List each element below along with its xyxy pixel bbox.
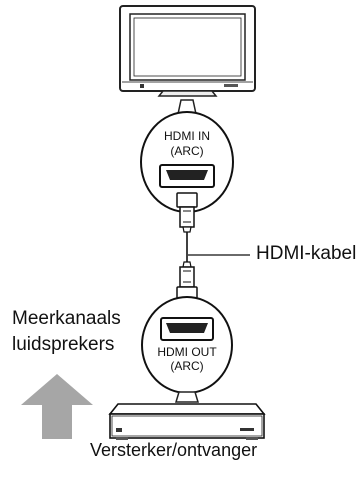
hdmi-out-label: HDMI OUT: [157, 345, 217, 359]
hdmi-out-arc-label: (ARC): [170, 359, 203, 373]
tv-icon: [119, 5, 256, 97]
receiver-icon: [108, 403, 266, 440]
hdmi-out-callout: HDMI OUT (ARC): [141, 296, 233, 403]
hdmi-port-icon: [159, 164, 215, 188]
hdmi-in-arc-label: (ARC): [170, 144, 203, 158]
speakers-label-line1: Meerkanaals: [12, 308, 121, 329]
cable-label: HDMI-kabel: [256, 243, 357, 264]
hdmi-port-icon: [160, 317, 214, 341]
hdmi-in-callout: HDMI IN (ARC): [140, 99, 234, 213]
hdmi-plug-top-icon: [176, 192, 198, 233]
up-arrow-icon: [21, 374, 93, 439]
hdmi-in-label: HDMI IN: [164, 129, 210, 143]
receiver-label: Versterker/ontvanger: [90, 440, 258, 460]
speakers-label: Meerkanaals luidsprekers: [12, 306, 121, 358]
speakers-label-line2: luidsprekers: [12, 334, 115, 355]
hdmi-plug-bottom-icon: [176, 261, 198, 302]
